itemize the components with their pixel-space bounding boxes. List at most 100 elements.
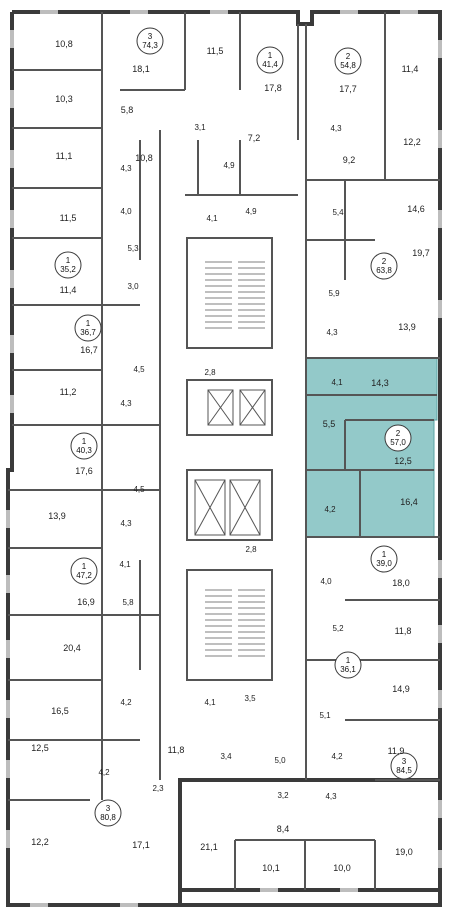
room-area: 14,6 [407,204,425,214]
apartment-rooms: 3 [106,804,111,813]
room-area: 10,8 [55,39,73,49]
apartment-marker-a3[interactable]: 2 54,8 [334,47,362,75]
room-area: 11,5 [60,213,77,223]
window [6,700,10,718]
room-area: 5,5 [323,419,336,429]
staircases [205,261,265,657]
room-area: 12,5 [31,743,49,753]
apartment-marker-a10[interactable]: 1 39,0 [370,545,398,573]
room-area: 11,9 [388,746,405,756]
room-area: 4,1 [206,214,218,223]
window [438,625,442,643]
window [438,40,442,58]
apartment-area: 57,0 [390,438,406,447]
room-area: 4,3 [325,792,337,801]
interior-partitions [8,12,440,890]
window [438,850,442,868]
window [10,150,14,168]
apartment-area: 63,8 [376,266,392,275]
room-area: 4,1 [204,698,216,707]
room-area: 4,2 [324,505,336,514]
window [130,10,148,14]
window [260,888,278,892]
window [120,903,138,907]
window [210,10,228,14]
apartment-rooms: 2 [396,429,401,438]
room-area: 4,3 [120,519,132,528]
room-area: 17,7 [339,84,357,94]
apartment-rooms: 2 [346,52,351,61]
elevator-2 [239,389,266,426]
apartment-marker-a6[interactable]: 1 36,7 [74,314,102,342]
windows [6,10,442,907]
room-area: 3,2 [277,791,289,800]
apartment-rooms: 3 [402,757,407,766]
room-area: 17,6 [75,466,93,476]
room-area-labels: 10,8 18,1 11,5 17,8 17,7 11,4 10,3 5,8 3… [31,39,430,873]
apartment-marker-a1[interactable]: 3 74,3 [136,27,164,55]
room-area: 20,4 [63,643,81,653]
room-area: 19,0 [395,847,413,857]
room-area: 11,8 [168,745,185,755]
window [6,575,10,593]
room-area: 4,2 [120,698,132,707]
top-left-wall [12,10,442,892]
apartment-area: 54,8 [340,61,356,70]
window [10,395,14,413]
apartment-marker-a4[interactable]: 1 35,2 [54,251,82,279]
room-area: 16,4 [400,497,418,507]
apartment-area: 80,8 [100,813,116,822]
room-area: 4,0 [120,207,132,216]
room-area: 5,8 [121,105,134,115]
apartment-area: 47,2 [76,571,92,580]
room-area: 5,1 [319,711,331,720]
window [438,690,442,708]
apartment-marker-a12[interactable]: 3 84,5 [390,752,418,780]
apartment-marker-a9[interactable]: 1 47,2 [70,557,98,585]
room-area: 12,2 [31,837,49,847]
apartment-marker-a13[interactable]: 3 80,8 [94,799,122,827]
apartment-marker-a2[interactable]: 1 41,4 [256,46,284,74]
room-area: 11,8 [395,626,412,636]
room-area: 17,8 [264,83,282,93]
room-area: 10,1 [262,863,280,873]
left-wing-wall [6,12,180,907]
room-area: 3,1 [194,123,206,132]
room-area: 16,5 [51,706,69,716]
apartment-marker-a8[interactable]: 1 40,3 [70,432,98,460]
window [6,830,10,848]
room-area: 4,3 [120,164,132,173]
apartment-area: 35,2 [60,265,76,274]
apartment-area: 39,0 [376,559,392,568]
room-area: 21,1 [200,842,218,852]
room-area: 19,7 [412,248,430,258]
room-area: 5,8 [122,598,134,607]
room-area: 4,2 [331,752,343,761]
room-area: 13,9 [48,511,66,521]
room-area: 10,3 [55,94,73,104]
outer-walls [6,10,442,907]
window [6,640,10,658]
room-area: 5,0 [274,756,286,765]
room-area: 13,9 [398,322,416,332]
apartment-marker-a7[interactable]: 2 57,0 [384,424,412,452]
apartment-rooms: 1 [346,656,351,665]
room-area: 9,2 [343,155,356,165]
window [438,560,442,578]
apartment-marker-a11[interactable]: 1 36,1 [334,651,362,679]
window [438,800,442,818]
room-area: 10,8 [135,153,153,163]
room-area: 4,2 [98,768,110,777]
apartment-rooms: 3 [148,32,153,41]
room-area: 10,0 [333,863,351,873]
room-area: 14,3 [371,378,389,388]
window [30,903,48,907]
room-area: 4,9 [223,161,235,170]
room-area: 2,3 [152,784,164,793]
elevator-1 [207,389,234,426]
apartment-marker-a5[interactable]: 2 63,8 [370,252,398,280]
elevator-4 [229,479,261,536]
room-area: 17,1 [132,840,150,850]
apartment-markers: 3 74,3 1 41,4 2 54,8 1 35,2 2 63,8 1 36,… [54,27,418,827]
